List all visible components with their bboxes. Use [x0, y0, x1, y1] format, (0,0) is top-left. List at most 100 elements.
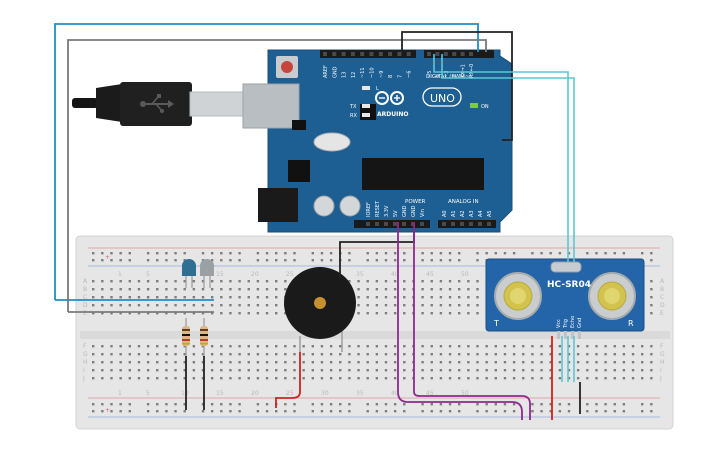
- terminal-hole[interactable]: [485, 361, 488, 364]
- terminal-hole[interactable]: [503, 377, 507, 380]
- terminal-hole[interactable]: [641, 345, 644, 348]
- terminal-hole[interactable]: [220, 296, 223, 299]
- terminal-hole[interactable]: [229, 296, 232, 299]
- terminal-hole[interactable]: [503, 369, 507, 372]
- rail-hole[interactable]: [311, 252, 314, 255]
- terminal-hole[interactable]: [238, 288, 241, 291]
- terminal-hole[interactable]: [183, 304, 186, 307]
- terminal-hole[interactable]: [275, 304, 278, 307]
- terminal-hole[interactable]: [174, 304, 177, 307]
- rail-hole[interactable]: [586, 410, 589, 413]
- terminal-hole[interactable]: [119, 353, 122, 356]
- rail-hole[interactable]: [265, 259, 269, 262]
- terminal-hole[interactable]: [339, 361, 342, 364]
- terminal-hole[interactable]: [238, 280, 241, 283]
- terminal-hole[interactable]: [119, 361, 122, 364]
- terminal-hole[interactable]: [531, 345, 534, 348]
- terminal-hole[interactable]: [384, 377, 388, 380]
- terminal-hole[interactable]: [476, 369, 479, 372]
- terminal-hole[interactable]: [476, 361, 479, 364]
- terminal-hole[interactable]: [128, 312, 131, 315]
- rail-hole[interactable]: [384, 410, 388, 413]
- rail-hole[interactable]: [375, 252, 379, 255]
- terminal-hole[interactable]: [622, 361, 626, 364]
- terminal-hole[interactable]: [137, 312, 141, 315]
- rail-hole[interactable]: [448, 410, 452, 413]
- terminal-hole[interactable]: [275, 280, 278, 283]
- rail-hole[interactable]: [384, 403, 388, 406]
- analog-pin[interactable]: [478, 222, 482, 226]
- rail-hole[interactable]: [595, 403, 598, 406]
- terminal-hole[interactable]: [439, 377, 443, 380]
- terminal-hole[interactable]: [201, 312, 205, 315]
- terminal-hole[interactable]: [531, 369, 534, 372]
- rail-hole[interactable]: [110, 252, 113, 255]
- terminal-hole[interactable]: [622, 345, 626, 348]
- rail-hole[interactable]: [403, 252, 406, 255]
- rail-hole[interactable]: [421, 403, 424, 406]
- terminal-hole[interactable]: [467, 369, 470, 372]
- rail-hole[interactable]: [128, 403, 131, 406]
- terminal-hole[interactable]: [403, 296, 406, 299]
- terminal-hole[interactable]: [503, 345, 507, 348]
- rail-hole[interactable]: [604, 403, 607, 406]
- terminal-hole[interactable]: [375, 369, 379, 372]
- terminal-hole[interactable]: [458, 296, 461, 299]
- rail-hole[interactable]: [156, 410, 159, 413]
- terminal-hole[interactable]: [329, 345, 333, 348]
- terminal-hole[interactable]: [329, 377, 333, 380]
- terminal-hole[interactable]: [430, 312, 433, 315]
- rail-hole[interactable]: [558, 403, 562, 406]
- terminal-hole[interactable]: [467, 361, 470, 364]
- rail-hole[interactable]: [384, 259, 388, 262]
- rail-hole[interactable]: [540, 410, 543, 413]
- terminal-hole[interactable]: [110, 361, 113, 364]
- terminal-hole[interactable]: [595, 369, 598, 372]
- terminal-hole[interactable]: [650, 345, 653, 348]
- terminal-hole[interactable]: [522, 353, 525, 356]
- rail-hole[interactable]: [366, 259, 369, 262]
- terminal-hole[interactable]: [357, 280, 360, 283]
- terminal-hole[interactable]: [137, 296, 141, 299]
- terminal-hole[interactable]: [650, 304, 653, 307]
- terminal-hole[interactable]: [101, 369, 104, 372]
- terminal-hole[interactable]: [156, 345, 159, 348]
- terminal-hole[interactable]: [192, 361, 196, 364]
- rail-hole[interactable]: [375, 403, 379, 406]
- resistor-2[interactable]: [200, 318, 208, 356]
- rail-hole[interactable]: [220, 410, 223, 413]
- terminal-hole[interactable]: [293, 345, 296, 348]
- terminal-hole[interactable]: [485, 353, 488, 356]
- digital-pin[interactable]: [369, 52, 374, 56]
- rail-hole[interactable]: [339, 410, 342, 413]
- terminal-hole[interactable]: [320, 377, 324, 380]
- digital-pin[interactable]: [341, 52, 346, 56]
- terminal-hole[interactable]: [549, 345, 552, 348]
- terminal-hole[interactable]: [275, 288, 278, 291]
- terminal-hole[interactable]: [183, 288, 186, 291]
- terminal-hole[interactable]: [522, 361, 525, 364]
- terminal-hole[interactable]: [558, 353, 562, 356]
- terminal-hole[interactable]: [210, 280, 214, 283]
- terminal-hole[interactable]: [421, 312, 424, 315]
- terminal-hole[interactable]: [247, 296, 250, 299]
- rail-hole[interactable]: [503, 403, 507, 406]
- terminal-hole[interactable]: [128, 369, 131, 372]
- terminal-hole[interactable]: [421, 280, 424, 283]
- rail-hole[interactable]: [256, 410, 260, 413]
- rail-hole[interactable]: [650, 403, 653, 406]
- terminal-hole[interactable]: [366, 361, 369, 364]
- sensor-pin[interactable]: [571, 331, 574, 339]
- terminal-hole[interactable]: [284, 312, 287, 315]
- terminal-hole[interactable]: [430, 353, 433, 356]
- rail-hole[interactable]: [476, 403, 479, 406]
- digital-pin[interactable]: [435, 52, 440, 56]
- terminal-hole[interactable]: [494, 369, 497, 372]
- terminal-hole[interactable]: [421, 288, 424, 291]
- terminal-hole[interactable]: [357, 288, 360, 291]
- terminal-hole[interactable]: [540, 345, 543, 348]
- wire-cyan-trig[interactable]: [433, 54, 569, 262]
- rail-hole[interactable]: [146, 252, 150, 255]
- terminal-hole[interactable]: [247, 280, 250, 283]
- terminal-hole[interactable]: [458, 361, 461, 364]
